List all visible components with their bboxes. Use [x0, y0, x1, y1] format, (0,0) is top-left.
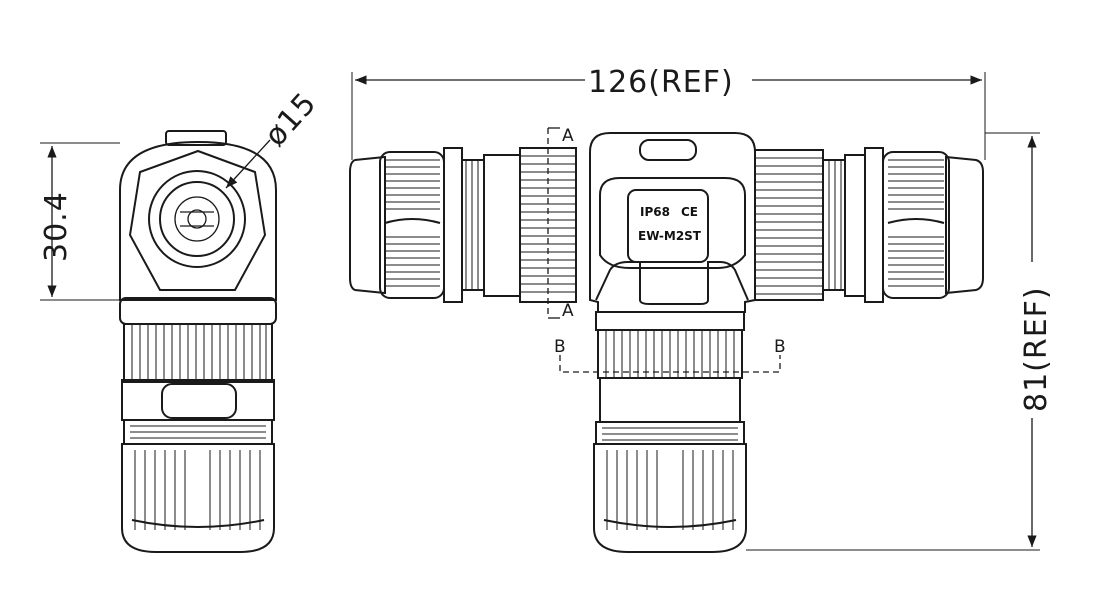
dim-126: 126(REF) — [351, 65, 986, 160]
section-a-top: A — [562, 126, 574, 146]
label-model: EW-M2ST — [638, 229, 702, 243]
dim-30-4: 30.4 — [39, 142, 120, 301]
front-view: A A IP68 CE EW-M2ST — [349, 126, 984, 553]
width-total-label: 126(REF) — [588, 65, 734, 100]
dim-diameter: ø15 — [225, 86, 324, 189]
dim-81: 81(REF) — [746, 132, 1054, 551]
section-b-right: B — [774, 337, 786, 357]
section-b-left: B — [554, 337, 566, 357]
label-ce: CE — [681, 205, 698, 219]
section-a-bottom: A — [562, 301, 574, 321]
height-side-label: 30.4 — [39, 191, 74, 262]
height-total-label: 81(REF) — [1019, 286, 1054, 412]
side-view — [119, 130, 277, 553]
label-rating: IP68 — [640, 205, 670, 219]
